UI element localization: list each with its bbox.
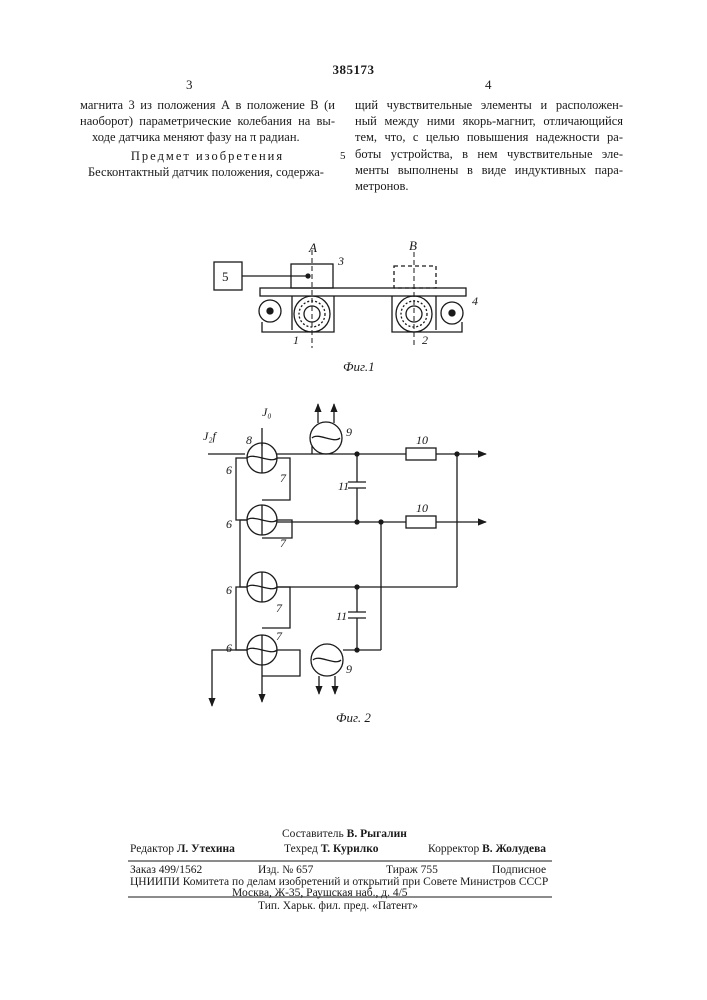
label-magnet-3: 3 [337,254,344,268]
label-10-bottom: 10 [416,501,428,515]
label-element-2: 2 [422,333,428,347]
detector-9-bottom [311,644,343,694]
footer-printer: Тип. Харьк. фил. пред. «Патент» [258,900,418,912]
label-11-bottom: 11 [336,609,347,623]
label-10-top: 10 [416,433,428,447]
label-block-5: 5 [222,269,229,284]
parametron-unit [247,635,277,665]
resistor-10 [406,516,436,528]
magnet-position-b [394,266,436,288]
detector-9-top [310,404,342,454]
footer-edition: Изд. № 657 [258,864,313,876]
label-element-1: 1 [293,333,299,347]
label-7: 7 [280,536,287,550]
label-7: 7 [276,629,283,643]
label-position-a: А [308,240,317,255]
label-6: 6 [226,517,232,531]
label-6: 6 [226,583,232,597]
armature-bar [260,288,466,296]
label-7: 7 [276,601,283,615]
footer-techred: Техред Т. Курилко [284,843,379,855]
resistor-10 [406,448,436,460]
label-input-jo: J₀ [262,405,272,419]
figure2-caption: Фиг. 2 [336,710,371,725]
footer-corrector: Корректор В. Жолудева [428,843,546,855]
label-8: 8 [246,433,252,447]
figure1-caption: Фиг.1 [343,359,375,374]
footer-address: Москва, Ж-35, Раушская наб., д. 4/5 [232,887,408,899]
footer-editor: Редактор Л. Утехина [130,843,235,855]
label-input-j2f: J₂f [203,429,217,443]
parametron-unit [247,443,277,473]
label-11-top: 11 [338,479,349,493]
label-6: 6 [226,463,232,477]
footer-compiler: Составитель В. Рыгалин [282,828,407,840]
footer-print-run: Тираж 755 [386,864,438,876]
parametron-unit [247,572,277,602]
label-position-b: В [409,238,417,253]
parametron-unit [247,505,277,535]
label-9-bottom: 9 [346,662,352,676]
label-6: 6 [226,641,232,655]
label-element-4: 4 [472,294,478,308]
label-7: 7 [280,471,287,485]
label-9-top: 9 [346,425,352,439]
footer-subscription: Подписное [492,864,546,876]
footer-order: Заказ 499/1562 [130,864,202,876]
